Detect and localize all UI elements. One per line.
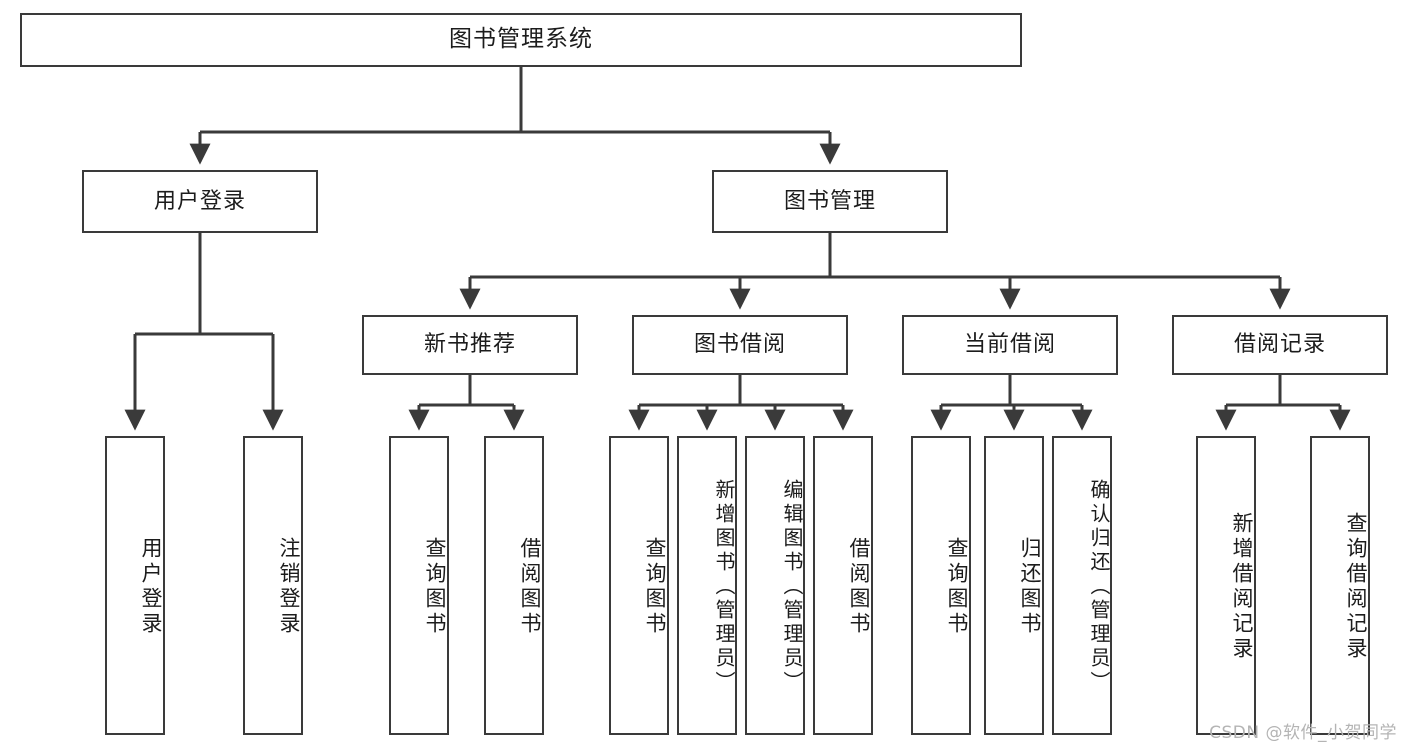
node-label: 查询图书 — [423, 536, 447, 637]
node-new-book-recommend[interactable]: 新书推荐 — [362, 315, 578, 375]
node-label: 借阅图书 — [518, 536, 542, 637]
node-label: 确认归还（管理员） — [1087, 478, 1111, 695]
node-label: 编辑图书（管理员） — [780, 478, 804, 695]
node-leaf-edit-book-admin[interactable]: 编辑图书（管理员） — [745, 436, 805, 735]
node-root-system[interactable]: 图书管理系统 — [20, 13, 1022, 67]
node-leaf-logout[interactable]: 注销登录 — [243, 436, 303, 735]
node-leaf-add-book-admin[interactable]: 新增图书（管理员） — [677, 436, 737, 735]
node-user-login[interactable]: 用户登录 — [82, 170, 318, 233]
watermark: CSDN @软件_小贺同学 — [1209, 723, 1397, 743]
node-label: 查询图书 — [945, 536, 969, 637]
node-leaf-query-book-current[interactable]: 查询图书 — [911, 436, 971, 735]
node-leaf-add-borrow-record[interactable]: 新增借阅记录 — [1196, 436, 1256, 735]
node-leaf-borrow-book[interactable]: 借阅图书 — [813, 436, 873, 735]
node-label: 新书推荐 — [423, 332, 516, 358]
node-leaf-query-borrow-record[interactable]: 查询借阅记录 — [1310, 436, 1370, 735]
node-label: 图书管理系统 — [449, 26, 593, 53]
node-label: 归还图书 — [1018, 536, 1042, 637]
node-label: 查询图书 — [643, 536, 667, 637]
node-leaf-borrow-book-rec[interactable]: 借阅图书 — [484, 436, 544, 735]
node-leaf-query-book-borrow[interactable]: 查询图书 — [609, 436, 669, 735]
node-leaf-query-book-rec[interactable]: 查询图书 — [389, 436, 449, 735]
node-label: 新增图书（管理员） — [712, 478, 736, 695]
node-label: 用户登录 — [139, 536, 163, 637]
node-book-borrow[interactable]: 图书借阅 — [632, 315, 848, 375]
node-label: 用户登录 — [153, 188, 246, 214]
node-label: 图书管理 — [783, 188, 876, 214]
node-book-manage[interactable]: 图书管理 — [712, 170, 948, 233]
node-leaf-return-book[interactable]: 归还图书 — [984, 436, 1044, 735]
node-label: 注销登录 — [277, 536, 301, 637]
node-label: 查询借阅记录 — [1344, 511, 1368, 662]
node-leaf-user-login[interactable]: 用户登录 — [105, 436, 165, 735]
node-label: 新增借阅记录 — [1230, 511, 1254, 662]
node-label: 借阅记录 — [1233, 332, 1326, 358]
node-label: 当前借阅 — [963, 332, 1056, 358]
node-current-borrow[interactable]: 当前借阅 — [902, 315, 1118, 375]
node-label: 图书借阅 — [693, 332, 786, 358]
node-leaf-confirm-return-admin[interactable]: 确认归还（管理员） — [1052, 436, 1112, 735]
node-borrow-record[interactable]: 借阅记录 — [1172, 315, 1388, 375]
node-label: 借阅图书 — [847, 536, 871, 637]
